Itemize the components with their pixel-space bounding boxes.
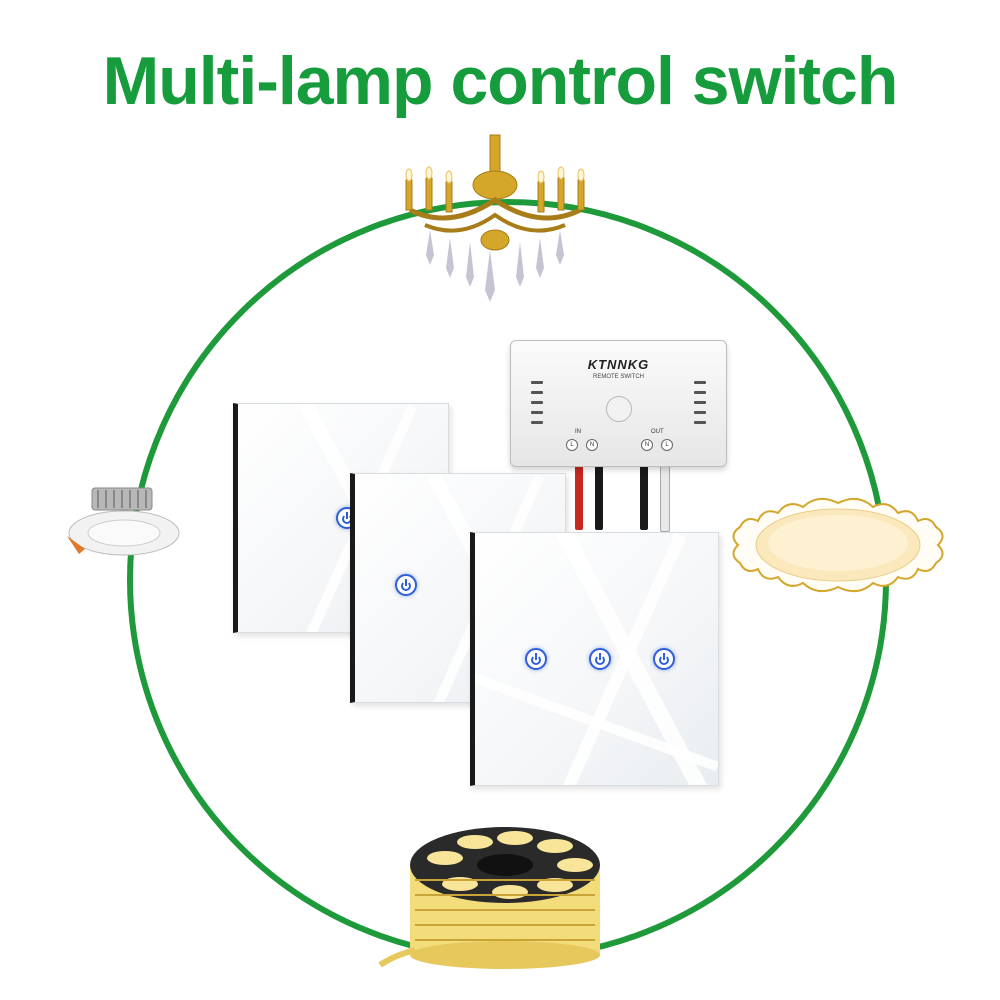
module-brand: KTNNKG	[587, 357, 650, 372]
remote-switch-module: KTNNKG REMOTE SWITCH IN OUT L N N L	[510, 340, 727, 467]
wire-white	[660, 465, 670, 532]
wire-red	[575, 465, 583, 530]
terminal-out-n: N	[641, 439, 653, 451]
module-out-label: OUT	[651, 429, 664, 435]
page-title: Multi-lamp control switch	[102, 43, 899, 119]
ceiling-lamp-icon	[732, 497, 944, 593]
touch-button-2[interactable]	[589, 648, 611, 670]
touch-button-1[interactable]	[395, 574, 417, 596]
wire-black-2	[640, 465, 648, 530]
module-subtitle: REMOTE SWITCH	[593, 374, 644, 380]
touch-button-1[interactable]	[525, 648, 547, 670]
wall-switch-3gang-front	[470, 532, 719, 786]
terminal-in-l: L	[566, 439, 578, 451]
wire-black	[595, 465, 603, 530]
led-strip-reel-icon	[378, 827, 600, 969]
touch-button-3[interactable]	[653, 648, 675, 670]
module-in-label: IN	[575, 429, 581, 435]
module-pair-button[interactable]	[606, 396, 632, 422]
chandelier-icon	[405, 134, 585, 302]
terminal-out-l: L	[661, 439, 673, 451]
terminal-in-n: N	[586, 439, 598, 451]
downlight-icon	[67, 487, 180, 556]
